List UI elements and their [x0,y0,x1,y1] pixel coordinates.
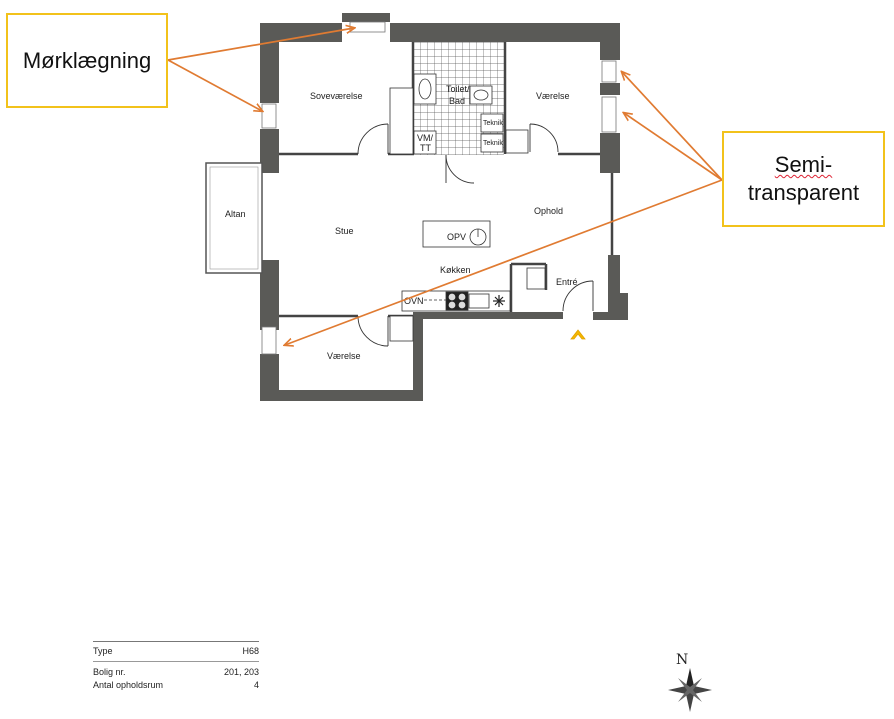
info-label: Bolig nr. [93,667,126,677]
label-stue: Stue [335,226,354,236]
callout-left-text: Mørklægning [22,47,152,73]
callout-right-line1: Semi- [774,152,833,177]
label-opv: OPV [447,232,466,242]
balcony [205,162,263,274]
label-tt: TT [420,143,431,153]
label-altan: Altan [225,209,246,219]
walls [260,13,628,401]
ventilation-fan-icon [493,295,505,307]
entrance-marker-icon [570,329,586,340]
info-row: Type H68 [93,641,259,662]
label-ophold: Ophold [534,206,563,216]
info-label: Antal opholdsrum [93,680,164,690]
kitchen-units [389,220,546,342]
windows [261,21,617,355]
info-row: Bolig nr. 201, 203 [93,666,259,679]
callout-semi-transparent: Semi- transparent [722,131,885,227]
label-sovevaerelse: Soveværelse [310,91,363,101]
compass-icon [668,668,712,712]
label-entre: Entré [556,277,578,287]
info-table: Type H68 Bolig nr. 201, 203 Antal ophold… [93,641,259,692]
label-vaerelse-top: Værelse [536,91,570,101]
info-label: Type [93,646,113,656]
info-value: H68 [242,646,259,656]
callout-morklaegning: Mørklægning [6,13,168,108]
info-value: 4 [253,680,259,690]
label-teknik-1: Teknik [483,120,503,127]
label-bad: Bad [449,96,465,106]
label-teknik-2: Teknik [483,140,503,147]
callout-arrows [167,28,723,345]
info-row: Antal opholdsrum 4 [93,679,259,692]
label-ovn: OVN [404,296,424,306]
bathroom-fixtures [389,73,529,155]
label-vaerelse-bottom: Værelse [327,351,361,361]
compass-north-label: N [676,652,688,668]
label-toilet: Toilet/ [446,84,470,94]
info-value: 201, 203 [223,667,259,677]
callout-right-line2: transparent [747,180,860,205]
label-koekken: Køkken [440,265,471,275]
label-vm: VM/ [417,133,434,143]
